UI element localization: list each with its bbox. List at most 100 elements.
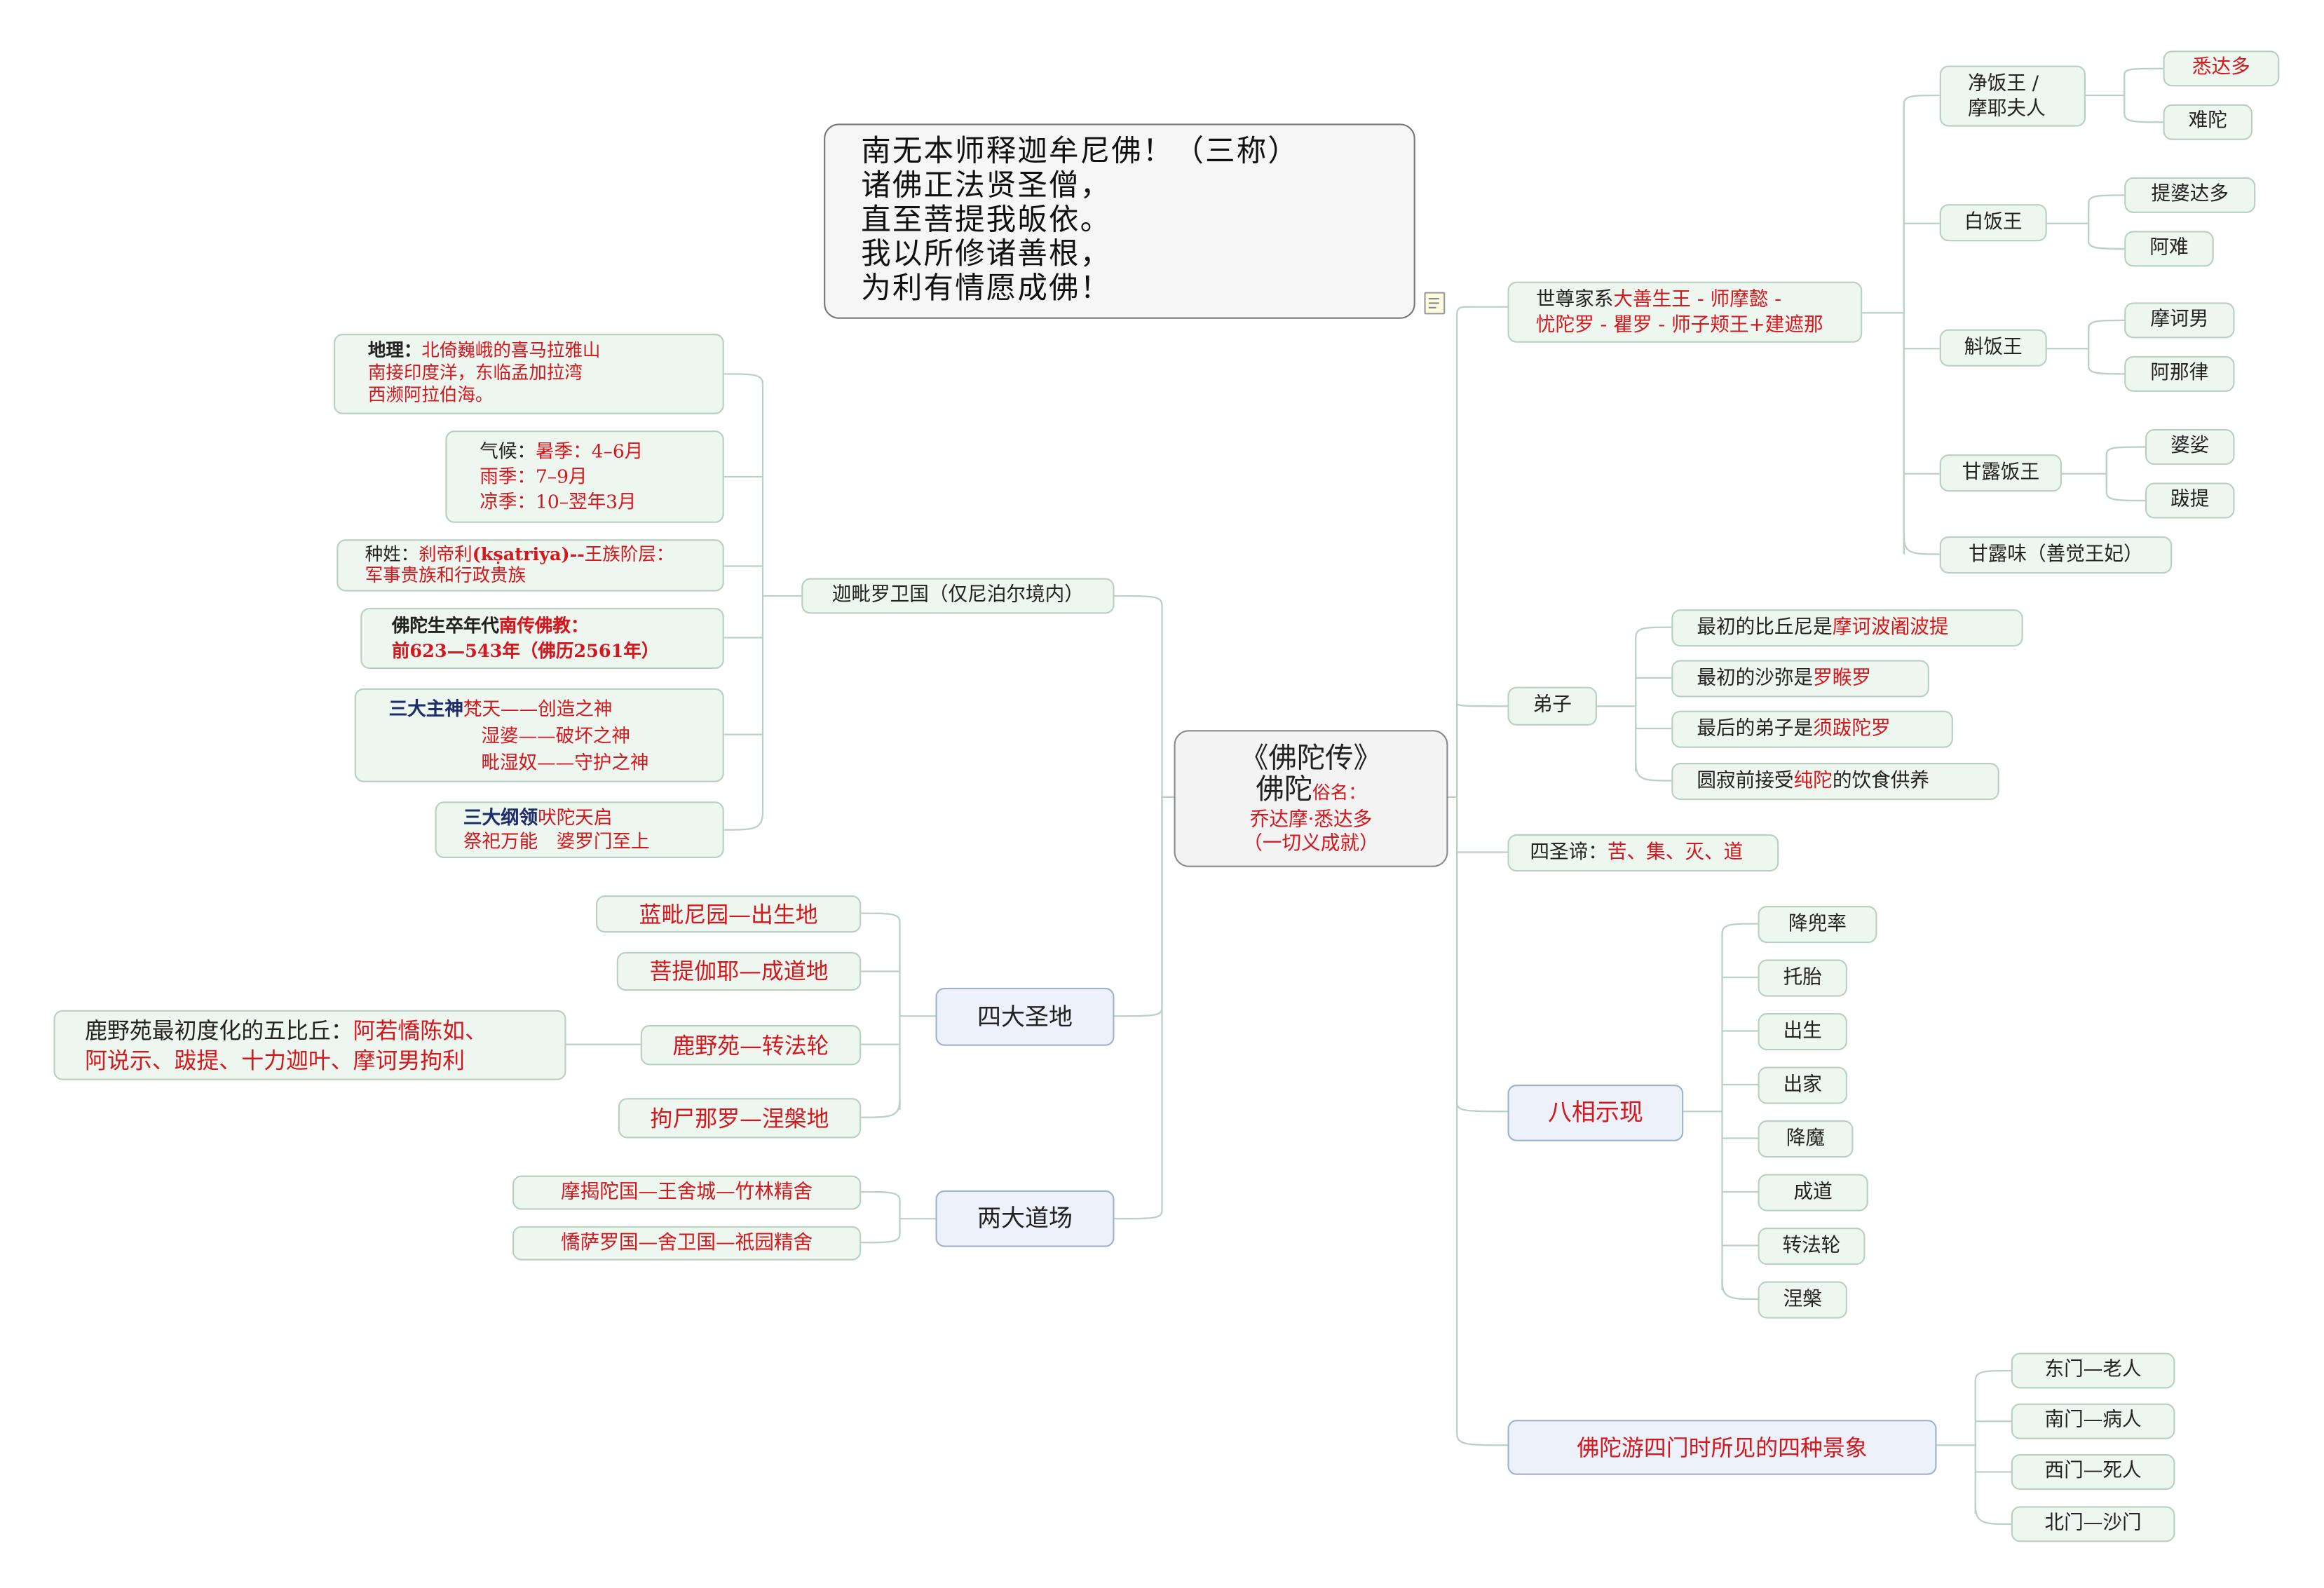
gate-item[interactable]: 东门—老人 [2011, 1352, 2175, 1389]
disciple-prefix: 最初的比丘尼是 [1697, 616, 1833, 639]
central-topic[interactable]: 《佛陀传》 佛陀俗名： 乔达摩·悉达多 （一切义成就） [1174, 730, 1448, 867]
lineage-node[interactable]: 世尊家系大善生王 - 师摩懿 - 忧陀罗 - 瞿罗 - 师子颊王+建遮那 [1507, 281, 1863, 343]
aspect-item[interactable]: 降兜率 [1758, 906, 1877, 944]
gate-item[interactable]: 北门—沙门 [2011, 1506, 2175, 1542]
holy-site-label: 鹿野苑—转法轮 [672, 1031, 829, 1059]
disciples-node[interactable]: 弟子 [1507, 686, 1597, 726]
note-icon[interactable] [1424, 292, 1446, 315]
holy-sites-node[interactable]: 四大圣地 [935, 987, 1115, 1046]
monastery-label: 憍萨罗国—舍卫国—祇园精舍 [561, 1231, 813, 1254]
child-node[interactable]: 提婆达多 [2124, 177, 2256, 213]
gate-item[interactable]: 南门—病人 [2011, 1403, 2175, 1439]
queen-node[interactable]: 甘露味（善觉王妃） [1939, 536, 2173, 574]
monastery-item[interactable]: 摩揭陀国—王舍城—竹林精舍 [512, 1175, 862, 1210]
caste-name: 刹帝利 [419, 543, 473, 565]
aspect-item[interactable]: 出家 [1758, 1066, 1847, 1104]
child-node[interactable]: 难陀 [2163, 104, 2252, 140]
verse-box: 南无本师释迦牟尼佛！（三称） 诸佛正法贤圣僧， 直至菩提我皈依。 我以所修诸善根… [824, 123, 1415, 319]
god-line: 毗湿奴——守护之神 [481, 751, 649, 773]
king-node[interactable]: 斛饭王 [1939, 329, 2047, 367]
disciples-label: 弟子 [1533, 694, 1572, 717]
verse-line: 为利有情愿成佛！ [861, 269, 1112, 306]
gate-item[interactable]: 西门—死人 [2011, 1454, 2175, 1490]
disciple-prefix: 最初的沙弥是 [1697, 666, 1814, 689]
child-label: 摩诃男 [2150, 308, 2209, 331]
king-node[interactable]: 白饭王 [1939, 204, 2047, 242]
aspect-label: 降魔 [1786, 1127, 1826, 1150]
child-label: 悉达多 [2192, 56, 2250, 79]
child-node[interactable]: 阿难 [2124, 231, 2214, 267]
aspect-item[interactable]: 出生 [1758, 1013, 1847, 1051]
god-line: 湿婆——破坏之神 [481, 724, 630, 747]
eight-aspects-node[interactable]: 八相示现 [1507, 1085, 1684, 1141]
kapilavastu-node[interactable]: 迦毗罗卫国（仅尼泊尔境内） [801, 578, 1115, 614]
aspect-label: 涅槃 [1783, 1288, 1822, 1310]
caste-node[interactable]: 种姓：刹帝利(kṣatriya)--王族阶层： 军事贵族和行政贵族 [337, 539, 724, 592]
monasteries-node[interactable]: 两大道场 [935, 1190, 1115, 1247]
verse-line: 南无本师释迦牟尼佛！（三称） [861, 133, 1299, 169]
five-bhikkhus-prefix: 鹿野苑最初度化的五比丘： [85, 1017, 353, 1045]
disciple-item[interactable]: 圆寂前接受纯陀的饮食供养 [1671, 763, 1999, 801]
child-node[interactable]: 跋提 [2145, 482, 2235, 519]
caste-desc: 军事贵族和行政贵族 [365, 564, 526, 586]
geography-node[interactable]: 地理：北倚巍峨的喜马拉雅山 南接印度洋，东临孟加拉湾 西濒阿拉伯海。 [334, 334, 724, 414]
disciple-prefix: 圆寂前接受 [1697, 769, 1794, 792]
holy-site-item[interactable]: 拘尸那罗—涅槃地 [618, 1098, 862, 1139]
five-bhikkhus-node[interactable]: 鹿野苑最初度化的五比丘：阿若憍陈如、 阿说示、跋提、十力迦叶、摩诃男拘利 [53, 1010, 566, 1080]
holy-site-item[interactable]: 蓝毗尼园—出生地 [596, 895, 862, 933]
child-label: 婆娑 [2170, 435, 2210, 458]
gate-label: 南门—病人 [2044, 1409, 2142, 1432]
aspect-item[interactable]: 成道 [1758, 1174, 1868, 1212]
four-gates-label: 佛陀游四门时所见的四种景象 [1577, 1434, 1868, 1461]
king-name: 净饭王 / [1968, 73, 2039, 95]
disciple-name: 摩诃波阇波提 [1832, 616, 1949, 639]
four-truths-node[interactable]: 四圣谛：苦、集、灭、道 [1507, 834, 1779, 872]
child-label: 阿那律 [2150, 362, 2209, 385]
gate-label: 西门—死人 [2044, 1460, 2142, 1483]
aspect-label: 托胎 [1783, 966, 1822, 989]
gods-node[interactable]: 三大主神梵天——创造之神 湿婆——破坏之神 毗湿奴——守护之神 [354, 688, 724, 782]
aspect-item[interactable]: 涅槃 [1758, 1281, 1847, 1319]
holy-site-item[interactable]: 菩提伽耶—成道地 [616, 951, 862, 991]
geography-line: 西濒阿拉伯海。 [367, 384, 494, 405]
holy-site-label: 拘尸那罗—涅槃地 [650, 1104, 829, 1132]
gate-label: 东门—老人 [2044, 1359, 2142, 1381]
child-node[interactable]: 摩诃男 [2124, 302, 2235, 339]
five-bhikkhus-names: 阿若憍陈如、 [353, 1017, 487, 1045]
era-tradition: 南传佛教： [498, 615, 589, 637]
aspect-label: 出生 [1783, 1019, 1822, 1043]
holy-site-item[interactable]: 鹿野苑—转法轮 [640, 1025, 862, 1066]
tenets-line: 吠陀天启 [538, 806, 613, 829]
aspect-item[interactable]: 转法轮 [1758, 1228, 1866, 1265]
disciple-item[interactable]: 最初的沙弥是罗睺罗 [1671, 660, 1929, 698]
king-node[interactable]: 净饭王 / 摩耶夫人 [1939, 65, 2086, 127]
four-gates-node[interactable]: 佛陀游四门时所见的四种景象 [1507, 1420, 1937, 1475]
king-node[interactable]: 甘露饭王 [1939, 454, 2062, 492]
caste-rank: 王族阶层： [584, 543, 674, 565]
disciple-item[interactable]: 最后的弟子是须跋陀罗 [1671, 710, 1953, 748]
aspect-item[interactable]: 降魔 [1758, 1120, 1854, 1158]
verse-line: 直至菩提我皈依。 [861, 201, 1112, 237]
geography-head: 地理： [367, 339, 422, 361]
lineage-prefix: 世尊家系 [1535, 289, 1614, 312]
child-node[interactable]: 阿那律 [2124, 355, 2235, 392]
monastery-item[interactable]: 憍萨罗国—舍卫国—祇园精舍 [512, 1226, 862, 1261]
eight-aspects-label: 八相示现 [1547, 1098, 1643, 1127]
disciple-item[interactable]: 最初的比丘尼是摩诃波阇波提 [1671, 609, 2023, 647]
era-node[interactable]: 佛陀生卒年代南传佛教： 前623—543年（佛历2561年） [360, 608, 724, 670]
four-truths-prefix: 四圣谛： [1530, 841, 1608, 864]
aspect-item[interactable]: 托胎 [1758, 959, 1847, 997]
tenets-head: 三大纲领 [463, 806, 538, 829]
tenets-line: 祭祀万能 婆罗门至上 [463, 829, 650, 853]
child-node[interactable]: 悉达多 [2163, 50, 2280, 87]
tenets-node[interactable]: 三大纲领吠陀天启 祭祀万能 婆罗门至上 [435, 801, 724, 858]
climate-node[interactable]: 气候：暑季：4–6月 雨季：7–9月 凉季：10–翌年3月 [445, 430, 724, 523]
holy-site-label: 蓝毗尼园—出生地 [639, 900, 818, 928]
king-name: 摩耶夫人 [1968, 98, 2046, 121]
child-label: 提婆达多 [2151, 183, 2229, 206]
climate-head: 气候： [480, 439, 536, 462]
era-head: 佛陀生卒年代 [391, 615, 499, 637]
child-node[interactable]: 婆娑 [2145, 429, 2235, 465]
climate-line: 凉季：10–翌年3月 [480, 490, 637, 513]
holy-sites-label: 四大圣地 [977, 1002, 1073, 1031]
